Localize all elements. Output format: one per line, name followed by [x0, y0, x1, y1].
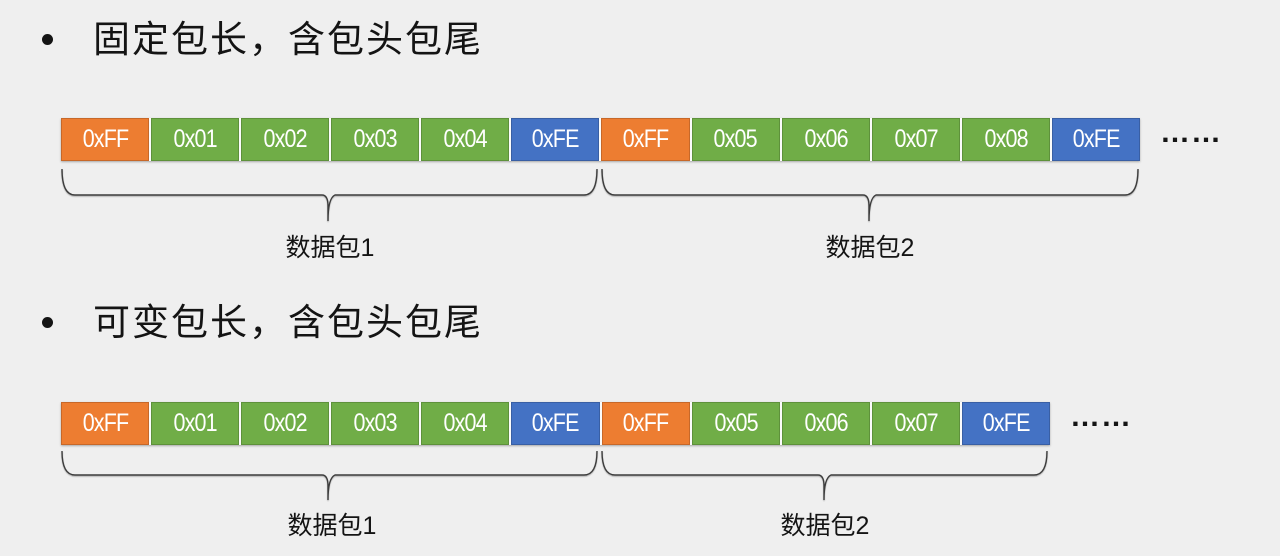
byte-cell-data: 0x05 [689, 402, 780, 445]
packet2-label: 数据包2 [825, 234, 915, 262]
byte-cell-data: 0x02 [239, 118, 330, 161]
byte-value: 0xFF [82, 125, 128, 153]
byte-cell-data: 0x06 [779, 402, 870, 445]
byte-value: 0xFF [622, 125, 669, 153]
byte-cell-data: 0x03 [329, 402, 420, 445]
byte-cell-data: 0x05 [689, 118, 780, 161]
byte-value: 0x01 [173, 409, 218, 437]
continuation-ellipsis: …… [1160, 115, 1222, 149]
packet2-label: 数据包2 [780, 512, 870, 540]
byte-value: 0x03 [353, 409, 398, 437]
continuation-ellipsis: …… [1070, 399, 1132, 433]
byte-value: 0x07 [894, 125, 938, 153]
byte-cell-data: 0x04 [419, 118, 510, 161]
byte-value: 0x05 [714, 409, 758, 437]
packet1-label: 数据包1 [285, 234, 375, 262]
byte-value: 0x06 [804, 125, 848, 153]
bullet-icon [42, 317, 53, 328]
byte-cell-tail: 0xFE [1049, 118, 1140, 161]
byte-value: 0xFE [982, 409, 1031, 437]
byte-value: 0x01 [173, 125, 218, 153]
byte-value: 0x03 [353, 125, 398, 153]
byte-value: 0x02 [263, 125, 308, 153]
byte-cell-tail: 0xFE [509, 118, 600, 161]
underbrace-packet2 [601, 450, 1048, 501]
byte-cell-header: 0xFF [61, 402, 150, 445]
byte-value: 0x04 [443, 409, 488, 437]
byte-cell-header: 0xFF [599, 402, 690, 445]
byte-cell-data: 0x01 [149, 118, 240, 161]
byte-value: 0x07 [894, 409, 938, 437]
byte-value: 0xFF [622, 409, 669, 437]
section-heading-fixed: 固定包长，含包头包尾 [93, 19, 483, 60]
bullet-icon [42, 34, 53, 45]
byte-cell-data: 0x01 [149, 402, 240, 445]
packet1-label: 数据包1 [287, 512, 377, 540]
byte-cell-data: 0x03 [329, 118, 420, 161]
byte-cell-header: 0xFF [61, 118, 150, 161]
byte-value: 0xFE [532, 125, 580, 153]
byte-value: 0x02 [263, 409, 308, 437]
byte-value: 0xFE [532, 409, 580, 437]
byte-row-fixed: 0xFF 0x01 0x02 0x03 0x04 0xFE 0xFF 0x05 0x06 0x07… [61, 118, 1140, 161]
byte-cell-data: 0x04 [419, 402, 510, 445]
byte-row-variable: 0xFF 0x01 0x02 0x03 0x04 0xFE 0xFF 0x05 0x06 0x07… [61, 402, 1051, 445]
underbrace-packet1 [61, 450, 598, 501]
byte-cell-header: 0xFF [599, 118, 690, 161]
byte-cell-data: 0x02 [239, 402, 330, 445]
byte-value: 0x06 [804, 409, 848, 437]
section-heading-variable: 可变包长，含包头包尾 [93, 302, 483, 343]
byte-cell-tail: 0xFE [959, 402, 1051, 445]
byte-cell-data: 0x08 [959, 118, 1050, 161]
byte-cell-data: 0x07 [869, 118, 960, 161]
byte-value: 0xFE [1072, 125, 1121, 153]
byte-cell-tail: 0xFE [509, 402, 600, 445]
byte-value: 0xFF [82, 409, 128, 437]
byte-cell-data: 0x06 [779, 118, 870, 161]
byte-value: 0x05 [713, 125, 758, 153]
underbrace-packet2 [601, 168, 1139, 222]
underbrace-packet1 [61, 168, 598, 222]
byte-cell-data: 0x07 [869, 402, 960, 445]
byte-value: 0x04 [443, 125, 488, 153]
byte-value: 0x08 [984, 125, 1028, 153]
